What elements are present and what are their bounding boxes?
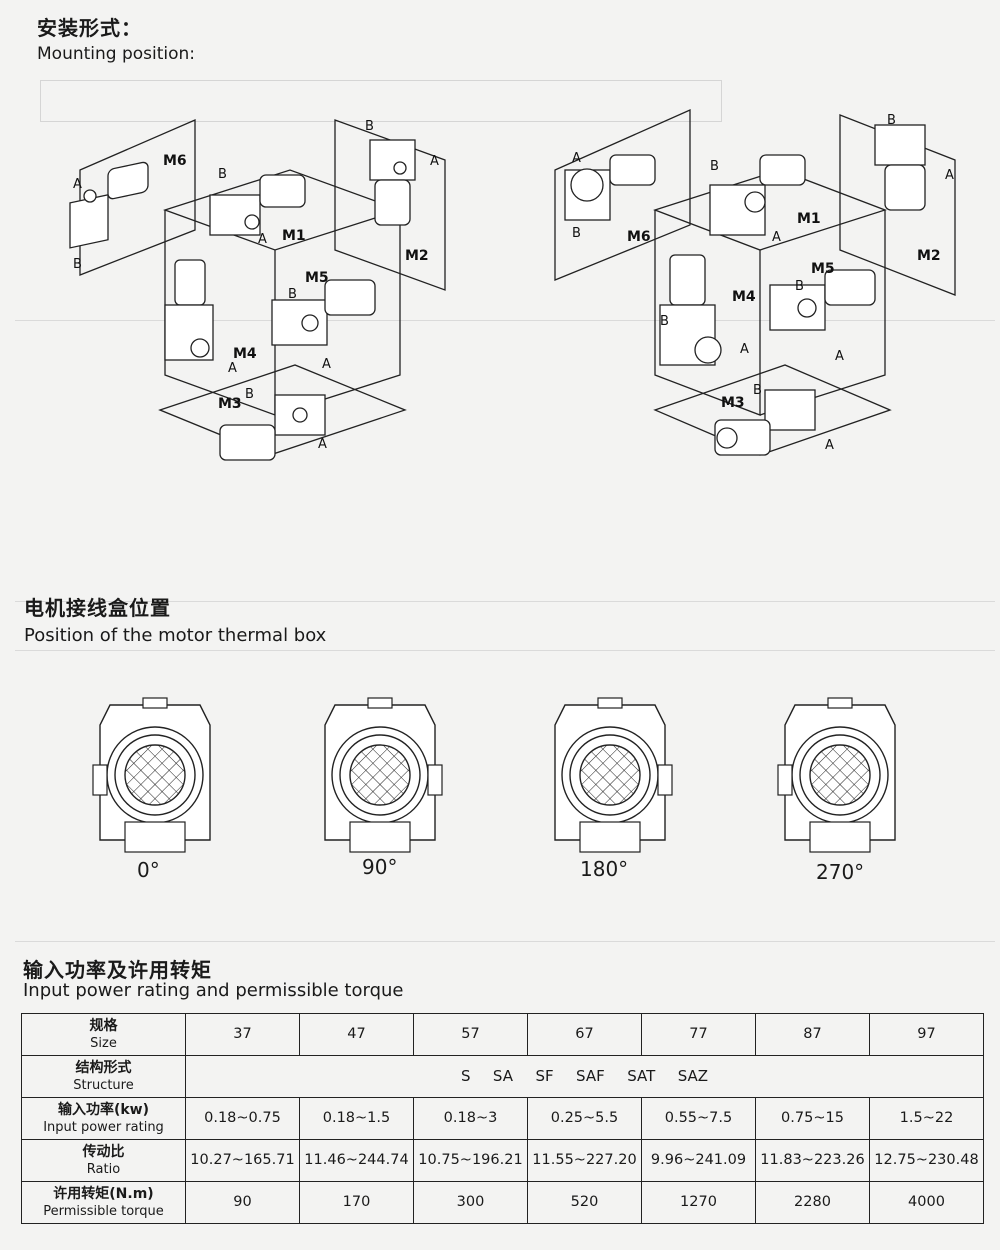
row-header-torque: 许用转矩(N.m) Permissible torque: [21, 1181, 186, 1224]
label-m2: M2: [405, 248, 429, 264]
label-m1: M1: [282, 228, 306, 244]
svg-text:A: A: [825, 438, 834, 453]
power-table-title-cn: 输入功率及许用转矩: [23, 958, 212, 982]
label-m6: M6: [163, 153, 187, 169]
table-cell: 67: [527, 1013, 642, 1056]
mounting-title-en: Mounting position:: [37, 44, 196, 64]
table-cell: 11.83~223.26: [755, 1139, 870, 1182]
table-cell: 2280: [755, 1181, 870, 1224]
label-m5: M5: [305, 270, 329, 286]
table-cell: 11.55~227.20: [527, 1139, 642, 1182]
table-cell: 300: [413, 1181, 528, 1224]
label-m2-right: M2: [917, 248, 941, 264]
table-cell: 10.27~165.71: [185, 1139, 300, 1182]
mounting-title-cn: 安装形式：: [37, 16, 142, 40]
label-m4: M4: [233, 346, 257, 362]
position-label-270: 270°: [816, 860, 865, 884]
thermal-box-drawings: [92, 697, 896, 853]
motor-0deg: [92, 697, 211, 853]
thermal-box-title-en: Position of the motor thermal box: [24, 625, 327, 646]
motor-90deg: [324, 697, 443, 853]
table-cell: 47: [299, 1013, 414, 1056]
svg-text:A: A: [258, 232, 267, 247]
table-cell: 0.18~1.5: [299, 1097, 414, 1140]
table-cell: 57: [413, 1013, 528, 1056]
svg-text:B: B: [73, 257, 82, 272]
position-label-180: 180°: [580, 857, 629, 881]
table-cell: 9.96~241.09: [641, 1139, 756, 1182]
position-label-90: 90°: [362, 855, 398, 879]
svg-text:B: B: [660, 314, 669, 329]
table-row-ratio: 传动比 Ratio 10.27~165.71 11.46~244.74 10.7…: [21, 1139, 984, 1182]
power-table-title-en: Input power rating and permissible torqu…: [23, 980, 404, 1001]
table-row-structure: 结构形式 Structure S SA SF SAF SAT SAZ: [21, 1055, 984, 1098]
table-cell: 0.75~15: [755, 1097, 870, 1140]
mounting-diagram-right: M6 M1 M2 M5 M4 M3 A B B A B A B A B A B …: [554, 108, 956, 456]
table-cell: 11.46~244.74: [299, 1139, 414, 1182]
structure-values: S SA SF SAF SAT SAZ: [185, 1055, 984, 1098]
svg-text:B: B: [218, 167, 227, 182]
table-cell: 520: [527, 1181, 642, 1224]
position-label-0: 0°: [137, 858, 160, 882]
power-torque-table: 规格 Size 37 47 57 67 77 87 97 结构形式 Struct…: [21, 1013, 984, 1224]
svg-text:A: A: [73, 177, 82, 192]
table-cell: 1270: [641, 1181, 756, 1224]
table-cell: 1.5~22: [869, 1097, 984, 1140]
table-cell: 0.55~7.5: [641, 1097, 756, 1140]
svg-text:B: B: [365, 119, 374, 134]
svg-text:B: B: [710, 159, 719, 174]
table-cell: 90: [185, 1181, 300, 1224]
svg-text:A: A: [228, 361, 237, 376]
svg-text:B: B: [795, 279, 804, 294]
svg-text:A: A: [945, 168, 954, 183]
motor-270deg: [777, 697, 896, 853]
thermal-box-title-cn: 电机接线盒位置: [24, 596, 171, 620]
row-header-input-power: 输入功率(kw) Input power rating: [21, 1097, 186, 1140]
svg-text:A: A: [835, 349, 844, 364]
label-m6-right: M6: [627, 229, 651, 245]
label-m5-right: M5: [811, 261, 835, 277]
svg-text:B: B: [245, 387, 254, 402]
label-m1-right: M1: [797, 211, 821, 227]
table-cell: 87: [755, 1013, 870, 1056]
svg-text:A: A: [430, 154, 439, 169]
table-cell: 0.25~5.5: [527, 1097, 642, 1140]
table-cell: 12.75~230.48: [869, 1139, 984, 1182]
label-m4-right: M4: [732, 289, 756, 305]
svg-text:A: A: [772, 230, 781, 245]
table-cell: 37: [185, 1013, 300, 1056]
label-m3-right: M3: [721, 395, 745, 411]
svg-text:A: A: [318, 437, 327, 452]
table-row-size: 规格 Size 37 47 57 67 77 87 97: [21, 1013, 984, 1056]
table-cell: 0.18~3: [413, 1097, 528, 1140]
motor-180deg: [554, 697, 673, 853]
label-m3: M3: [218, 396, 242, 412]
svg-text:A: A: [572, 151, 581, 166]
row-header-size: 规格 Size: [21, 1013, 186, 1056]
table-row-input-power: 输入功率(kw) Input power rating 0.18~0.75 0.…: [21, 1097, 984, 1140]
svg-text:B: B: [572, 226, 581, 241]
table-row-torque: 许用转矩(N.m) Permissible torque 90 170 300 …: [21, 1181, 984, 1224]
table-cell: 97: [869, 1013, 984, 1056]
table-cell: 77: [641, 1013, 756, 1056]
svg-text:A: A: [740, 342, 749, 357]
table-cell: 170: [299, 1181, 414, 1224]
svg-text:B: B: [753, 383, 762, 398]
table-cell: 0.18~0.75: [185, 1097, 300, 1140]
svg-text:B: B: [288, 287, 297, 302]
svg-text:B: B: [887, 113, 896, 128]
table-cell: 4000: [869, 1181, 984, 1224]
mounting-diagram-left: M6 M1 M2 M5 M4 M3 A B B A B A B A A B A: [69, 119, 446, 461]
row-header-ratio: 传动比 Ratio: [21, 1139, 186, 1182]
svg-text:A: A: [322, 357, 331, 372]
row-header-structure: 结构形式 Structure: [21, 1055, 186, 1098]
table-cell: 10.75~196.21: [413, 1139, 528, 1182]
